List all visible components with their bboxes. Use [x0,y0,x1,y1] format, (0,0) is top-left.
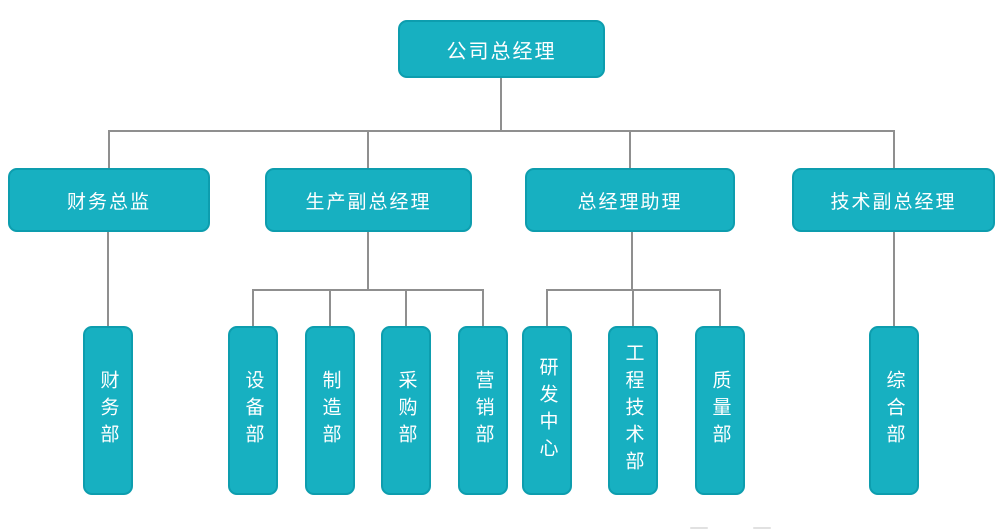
org-node-label: 采购部 [395,370,418,451]
org-node-label: 公司总经理 [446,38,557,63]
org-node-engineering-tech-dept: 工程技术部 [608,326,658,495]
watermark-remnant [690,527,708,529]
org-node-general-affairs-dept: 综合部 [869,326,919,495]
org-node-label: 制造部 [319,370,342,451]
watermark-remnant [753,527,771,529]
org-node-label: 生产副总经理 [305,190,432,213]
org-node-production-vice-gm: 生产副总经理 [265,168,472,232]
connector-drop-finance [108,130,110,168]
connector-finance-child [107,232,109,326]
connector-drop-purchasing [405,289,407,326]
org-node-technical-vice-gm: 技术副总经理 [792,168,995,232]
org-node-finance-dept: 财务部 [83,326,133,495]
connector-drop-marketing [482,289,484,326]
org-node-label: 技术副总经理 [830,190,957,213]
connector-production-rail [253,289,483,291]
org-node-purchasing-dept: 采购部 [381,326,431,495]
org-node-marketing-dept: 营销部 [458,326,508,495]
org-node-label: 研发中心 [536,356,559,465]
org-node-manufacturing-dept: 制造部 [305,326,355,495]
connector-technical-child [893,232,895,326]
org-node-finance-director: 财务总监 [8,168,210,232]
org-node-general-manager: 公司总经理 [398,20,605,78]
connector-drop-manufacturing [329,289,331,326]
connector-drop-assistant [629,130,631,168]
org-node-label: 营销部 [472,370,495,451]
org-node-quality-dept: 质量部 [695,326,745,495]
connector-drop-rd [546,289,548,326]
org-node-label: 工程技术部 [622,343,645,478]
connector-assistant-stem [631,232,633,289]
connector-root-drop [500,78,502,130]
org-node-equipment-dept: 设备部 [228,326,278,495]
org-node-label: 设备部 [242,370,265,451]
org-node-label: 综合部 [883,370,906,451]
connector-drop-production [367,130,369,168]
connector-drop-technical [893,130,895,168]
org-node-label: 财务部 [97,370,120,451]
connector-drop-engineering [632,289,634,326]
org-node-label: 总经理助理 [577,190,683,213]
org-node-rd-center: 研发中心 [522,326,572,495]
connector-production-stem [367,232,369,289]
connector-level2-rail [108,130,895,132]
connector-drop-equipment [252,289,254,326]
connector-drop-quality [719,289,721,326]
org-node-label: 质量部 [709,370,732,451]
org-node-label: 财务总监 [66,190,151,213]
org-node-gm-assistant: 总经理助理 [525,168,735,232]
